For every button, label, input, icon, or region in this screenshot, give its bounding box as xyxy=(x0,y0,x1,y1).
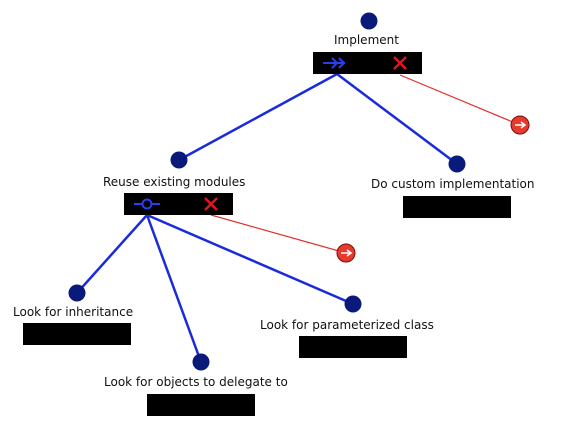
decision-box-delegate[interactable] xyxy=(147,394,255,416)
decomposition-edge-reuse-inheritance xyxy=(76,214,148,294)
goal-node-custom[interactable] xyxy=(448,155,466,173)
exclusion-edge-reuse-excluded-2 xyxy=(210,214,347,254)
goal-node-param[interactable] xyxy=(344,295,362,313)
excluded-node-excluded-1[interactable] xyxy=(510,115,530,135)
decomposition-edge-reuse-delegate xyxy=(145,214,203,363)
decomposition-edge-implement-custom xyxy=(336,73,458,165)
decision-box-inheritance[interactable] xyxy=(23,323,131,345)
cross-icon xyxy=(204,197,218,211)
decision-box-custom[interactable] xyxy=(403,196,511,218)
goal-node-delegate[interactable] xyxy=(192,353,210,371)
cross-icon xyxy=(393,56,407,70)
node-label-inheritance: Look for inheritance xyxy=(13,305,134,319)
node-label-reuse: Reuse existing modules xyxy=(103,175,246,189)
decomposition-edge-implement-reuse xyxy=(178,72,338,162)
excluded-node-excluded-2[interactable] xyxy=(336,243,356,263)
decomposition-edge-reuse-param xyxy=(146,213,354,306)
goal-node-implement[interactable] xyxy=(360,12,378,30)
decision-box-param[interactable] xyxy=(299,336,407,358)
node-label-implement: Implement xyxy=(334,33,399,47)
goal-node-reuse[interactable] xyxy=(170,151,188,169)
exclusion-edge-implement-excluded-1 xyxy=(399,74,521,126)
goal-node-inheritance[interactable] xyxy=(68,284,86,302)
optional-circle-icon xyxy=(134,198,160,210)
node-label-param: Look for parameterized class xyxy=(260,318,434,332)
double-arrow-icon xyxy=(323,57,346,69)
node-label-delegate: Look for objects to delegate to xyxy=(104,375,288,389)
node-label-custom: Do custom implementation xyxy=(371,177,535,191)
